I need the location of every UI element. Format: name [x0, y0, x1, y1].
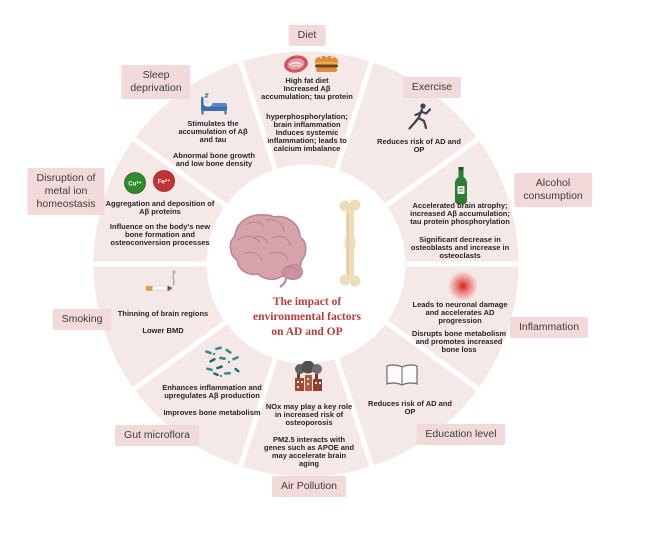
cu-ion-label: Cu²⁺: [128, 180, 142, 187]
wheel-segment: [237, 46, 375, 175]
smoking-paragraph-2: Lower BMD: [142, 326, 184, 335]
segment-label-alcohol: Alcohol consumption: [514, 173, 592, 207]
segment-label-gut-microflora: Gut microflora: [115, 425, 199, 446]
factory-icon: [295, 361, 322, 391]
alcohol-paragraph-2: Significant decrease in osteoblasts and …: [410, 235, 510, 260]
sleep-paragraph-1: Stimulates the accumulation of Aβ and ta…: [178, 119, 248, 144]
runner-icon: [408, 103, 432, 130]
wheel-segment: [88, 261, 231, 393]
inflammation-paragraph-1: Leads to neuronal damage and accelerates…: [412, 300, 508, 325]
diet-paragraph-2: hyperphosphorylation; brain inflammation…: [266, 112, 348, 153]
segment-label-exercise: Exercise: [402, 77, 462, 98]
education-paragraph-1: Reduces risk of AD and OP: [368, 399, 452, 416]
diet-paragraph-1: High fat diet Increased Aβ accumulation;…: [261, 76, 353, 101]
wheel-segment: [381, 261, 524, 393]
metal-paragraph-2: Influence on the body's new bone formati…: [109, 222, 211, 247]
alcohol-paragraph-1: Accelerated brain atrophy; increased Aβ …: [410, 201, 510, 226]
wheel-segment: [129, 57, 279, 210]
bottle-icon: [455, 167, 467, 204]
exercise-paragraph-1: Reduces risk of AD and OP: [377, 137, 461, 154]
burger-icon: [315, 55, 338, 72]
segment-label-smoking: Smoking: [52, 309, 112, 330]
segment-label-inflammation: Inflammation: [509, 317, 589, 338]
fe-ion-label: Fe²⁺: [158, 178, 171, 185]
air-pollution-paragraph-1: NOx may play a key role in increased ris…: [265, 402, 353, 427]
bed-icon: [201, 93, 227, 115]
inflammation-dot-icon: [448, 271, 478, 301]
air-pollution-paragraph-2: PM2.5 interacts with genes such as APOE …: [263, 435, 355, 468]
brain-icon: [229, 214, 307, 288]
bone-icon: [339, 199, 361, 287]
segment-label-education: Education level: [416, 424, 506, 445]
segment-label-diet: Diet: [288, 25, 326, 46]
segment-label-air-pollution: Air Pollution: [271, 476, 347, 497]
wheel-segment: [129, 318, 279, 471]
fe-ion-icon: Fe²⁺: [153, 170, 175, 192]
gut-paragraph-1: Enhances inflammation and upregulates Aβ…: [162, 383, 262, 400]
segment-label-metal-ion: Disruption of metal ion homeostasis: [27, 168, 105, 215]
steak-icon: [284, 55, 308, 73]
wheel-segment: [333, 318, 483, 471]
metal-paragraph-1: Aggregation and deposition of Aβ protein…: [105, 199, 215, 216]
wheel-segment: [381, 135, 524, 267]
sleep-paragraph-2: Abnormal bone growth and low bone densit…: [172, 151, 256, 168]
center-title: The impact of environmental factors on A…: [252, 296, 362, 338]
cigarette-icon: [145, 270, 176, 291]
inflammation-paragraph-2: Disrupts bone metabolism and promotes in…: [411, 329, 507, 354]
smoking-paragraph-1: Thinning of brain regions: [117, 309, 209, 318]
wheel-segment: [88, 135, 231, 267]
cu-ion-icon: Cu²⁺: [124, 172, 146, 194]
gut-paragraph-2: Improves bone metabolism: [163, 408, 261, 417]
segment-label-sleep: Sleep deprivation: [121, 65, 191, 99]
bacteria-icon: [205, 346, 240, 377]
wheel-segment: [333, 57, 483, 210]
wheel-segment: [237, 353, 375, 482]
book-icon: [386, 364, 418, 386]
